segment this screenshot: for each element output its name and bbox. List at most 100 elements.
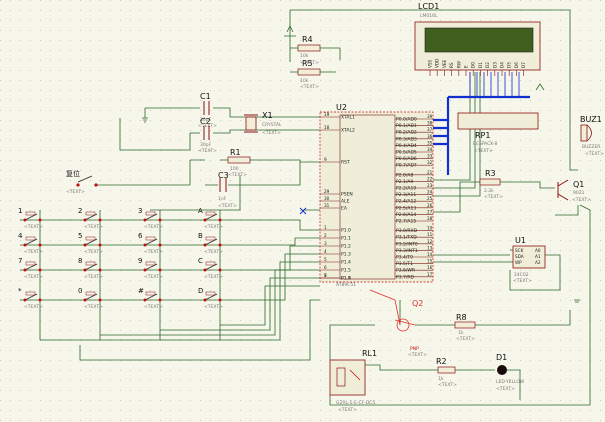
keypad-key[interactable]: #<TEXT> <box>138 287 163 310</box>
q1-part: 9021 <box>573 190 585 196</box>
keypad-key[interactable]: 1<TEXT> <box>18 207 43 230</box>
keypad-key[interactable]: 5<TEXT> <box>78 232 103 255</box>
r5-resistor[interactable] <box>297 68 321 76</box>
u2-pin-number: 18 <box>324 125 330 130</box>
u2-pin-number: 39 <box>427 114 433 119</box>
u2-pin-name: P2.2/A10 <box>396 186 416 192</box>
keypad-key[interactable]: C<TEXT> <box>198 257 223 280</box>
u2-pin-number: 30 <box>324 196 330 201</box>
text-placeholder: <TEXT> <box>484 194 503 200</box>
keypad-key-text: <TEXT> <box>24 274 43 280</box>
keypad-key[interactable]: 3<TEXT> <box>138 207 163 230</box>
text-placeholder: <TEXT> <box>338 407 357 413</box>
keypad-key-text: <TEXT> <box>84 224 103 230</box>
lcd-pin-label: D4 <box>500 62 505 68</box>
u2-pin-number: 24 <box>427 190 433 195</box>
keypad-key-label: B <box>198 232 203 240</box>
u2-pin-name: XTAL1 <box>341 115 355 121</box>
x1-ref: X1 <box>262 111 273 120</box>
q2-transistor[interactable] <box>369 289 416 332</box>
r8-resistor[interactable] <box>454 321 476 329</box>
u2-pin-number: 22 <box>427 176 433 181</box>
u2-pin-number: 16 <box>427 265 433 270</box>
r4-ref: R4 <box>302 35 313 44</box>
u2-pin-name: P3.3/INT1 <box>396 248 418 254</box>
keypad-key[interactable]: A<TEXT> <box>198 207 223 230</box>
r2-value: 1k <box>438 376 444 382</box>
u2-pin-name: P3.2/INT0 <box>396 241 418 247</box>
keypad-key-label: 0 <box>78 287 82 295</box>
r4-resistor[interactable] <box>297 44 321 52</box>
r2-ref: R2 <box>436 357 447 366</box>
lcd-pin-label: D3 <box>492 62 497 68</box>
x1-crystal[interactable] <box>244 114 258 133</box>
u1-pin-label: WP <box>515 260 522 265</box>
lcd-ref: LCD1 <box>418 2 439 11</box>
u2-pin-name: P1.2 <box>341 244 351 250</box>
keypad-key-label: 6 <box>138 232 143 240</box>
u2-mcu[interactable]: 19XTAL118XTAL29RST29PSEN30ALE31EA1P1.02P… <box>319 111 434 283</box>
d1-part: LED-YELLOW <box>496 379 525 385</box>
keypad-key[interactable]: 6<TEXT> <box>138 232 163 255</box>
r5-ref: R5 <box>302 59 313 68</box>
lcd-pin-label: D5 <box>507 62 512 68</box>
c1-capacitor[interactable] <box>203 101 210 115</box>
rl1-relay[interactable] <box>329 359 366 396</box>
c3-value: 1nF <box>218 196 227 202</box>
r1-resistor[interactable] <box>227 156 251 164</box>
u2-pin-number: 7 <box>324 273 327 278</box>
keypad-key[interactable]: 0 <TEXT> <box>78 287 103 310</box>
keypad-key-text: <TEXT> <box>204 224 223 230</box>
keypad-key[interactable]: 8<TEXT> <box>78 257 103 280</box>
keypad-matrix: 1<TEXT> 2 <TEXT> 3<TEXT> A<TEXT> 4<TEXT> 5<TEX… <box>18 207 223 310</box>
keypad-key[interactable]: 7<TEXT> <box>18 257 43 280</box>
keypad-key-text: <TEXT> <box>84 304 103 310</box>
buzzer[interactable] <box>580 124 592 142</box>
rp1-ref: RP1 <box>475 131 490 140</box>
keypad-key[interactable]: D<TEXT> <box>198 287 223 310</box>
u2-pin-name: XTAL2 <box>341 128 355 134</box>
c2-capacitor[interactable] <box>203 126 210 140</box>
u2-pin-number: 35 <box>427 140 433 145</box>
keypad-key-label: D <box>198 287 203 295</box>
rp1-part: RESPACK-8 <box>473 141 497 147</box>
buzzer-ref: BUZ1 <box>580 115 602 124</box>
c3-capacitor[interactable] <box>219 178 227 192</box>
r2-resistor[interactable] <box>437 366 456 374</box>
u1-part: 24C02 <box>514 272 529 278</box>
q1-transistor[interactable] <box>557 179 569 201</box>
u2-pin-name: P2.4/A12 <box>396 199 416 205</box>
u2-pin-number: 29 <box>324 189 330 194</box>
u2-pin-number: 38 <box>427 121 433 126</box>
u2-pin-number: 14 <box>427 252 433 257</box>
keypad-key[interactable]: B<TEXT> <box>198 232 223 255</box>
u2-pin-number: 36 <box>427 134 433 139</box>
keypad-key[interactable]: 2 <TEXT> <box>78 207 103 230</box>
q2-ref: Q2 <box>412 299 423 308</box>
keypad-key-label: 2 <box>78 207 82 215</box>
rp1-respack[interactable] <box>457 112 539 130</box>
keypad-key[interactable]: 9<TEXT> <box>138 257 163 280</box>
u2-pin-name: P0.5/AD5 <box>396 150 417 156</box>
u1-ref: U1 <box>515 236 526 245</box>
keypad-key[interactable]: *<TEXT> <box>18 287 43 310</box>
u2-pin-name: ALE <box>341 199 350 205</box>
u2-pin-number: 6 <box>324 265 327 270</box>
u2-pin-number: 17 <box>427 272 433 277</box>
text-placeholder: <TEXT> <box>198 148 217 154</box>
u2-pin-number: 9 <box>324 157 327 162</box>
d1-led[interactable] <box>497 365 507 375</box>
lcd-pin-label: VDD <box>435 59 440 68</box>
lcd-screen <box>424 27 534 53</box>
data-bus <box>433 95 530 175</box>
reset-button[interactable] <box>76 175 98 187</box>
lcd-part: LM016L <box>420 13 438 19</box>
u2-pin-name: P1.1 <box>341 236 351 242</box>
r3-resistor[interactable] <box>479 178 501 186</box>
keypad-key[interactable]: 4<TEXT> <box>18 232 43 255</box>
